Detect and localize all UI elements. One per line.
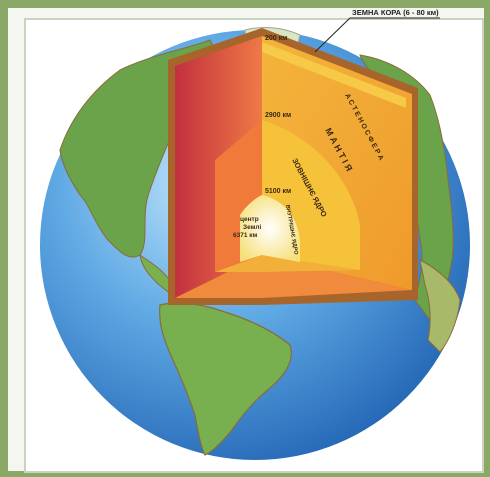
continent-south-america — [159, 302, 292, 456]
label-center-line2: Землі — [243, 223, 262, 231]
label-depth-5100: 5100 км — [265, 188, 291, 195]
asthenosphere-layer — [262, 42, 406, 108]
outer-core-bottom — [215, 255, 360, 272]
label-crust: ЗЕМНА КОРА (6 - 80 км) — [352, 8, 439, 17]
label-depth-2900: 2900 км — [265, 112, 291, 119]
continent-africa-south — [419, 259, 461, 353]
inner-core — [240, 195, 300, 262]
mantle-bottom-face — [175, 255, 412, 298]
label-center-line1: центр — [240, 216, 259, 223]
label-depth-200: 200 км — [265, 35, 287, 42]
crust-pointer-line — [314, 17, 351, 53]
label-center-line3: 6371 км — [233, 232, 258, 239]
